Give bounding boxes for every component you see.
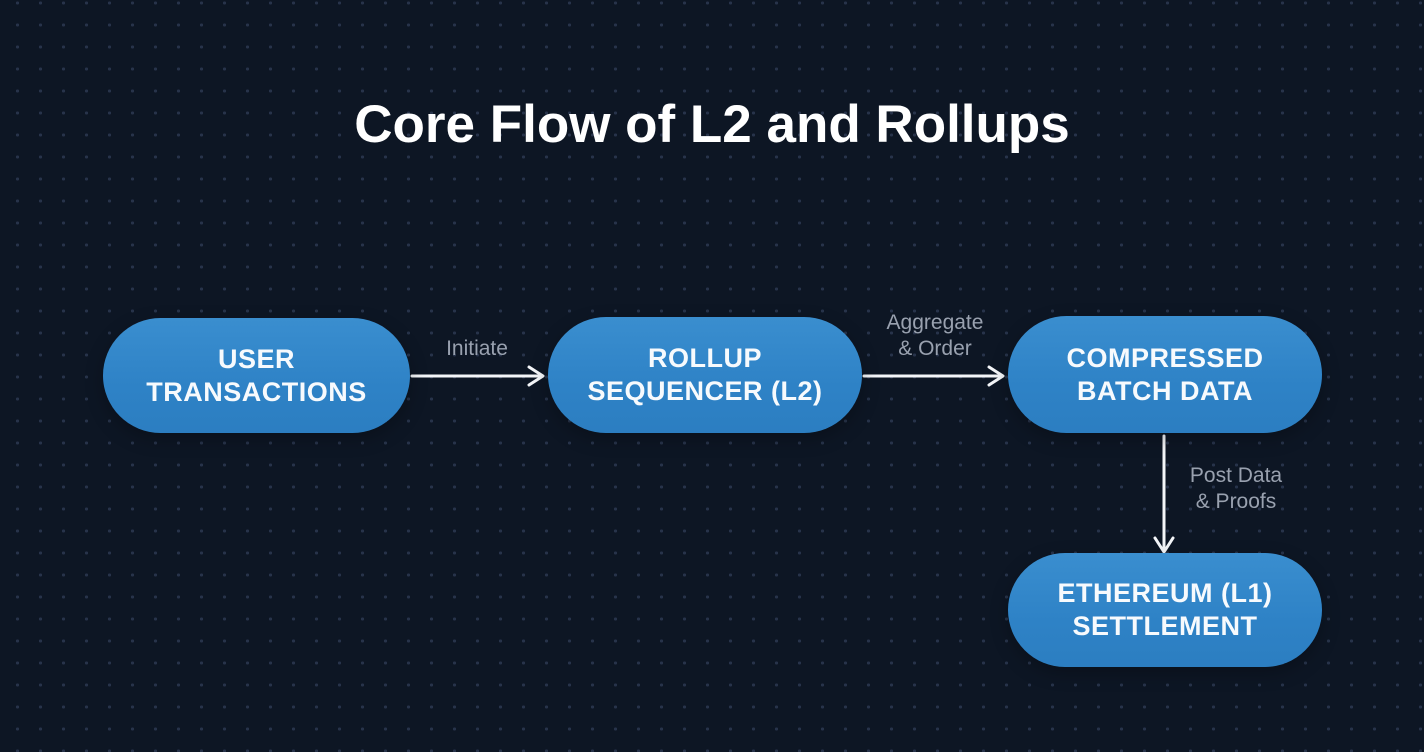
node-label: USER TRANSACTIONS (146, 343, 367, 407)
node-user-transactions: USER TRANSACTIONS (103, 318, 410, 433)
arrow-initiate (410, 365, 545, 387)
node-compressed-batch-data: COMPRESSED BATCH DATA (1008, 316, 1322, 433)
node-label: ROLLUP SEQUENCER (L2) (587, 343, 823, 406)
node-label: COMPRESSED BATCH DATA (1066, 342, 1264, 406)
edge-label-aggregate-order: Aggregate & Order (886, 311, 984, 360)
node-ethereum-settlement: ETHEREUM (L1) SETTLEMENT (1008, 553, 1322, 667)
arrow-aggregate-order (862, 365, 1005, 387)
node-label: ETHEREUM (L1) SETTLEMENT (1057, 578, 1273, 641)
edge-label-post-data-proofs: Post Data & Proofs (1189, 464, 1283, 513)
diagram-title: Core Flow of L2 and Rollups (354, 95, 1070, 154)
edge-label-initiate: Initiate (446, 337, 508, 360)
node-rollup-sequencer: ROLLUP SEQUENCER (L2) (548, 317, 862, 433)
